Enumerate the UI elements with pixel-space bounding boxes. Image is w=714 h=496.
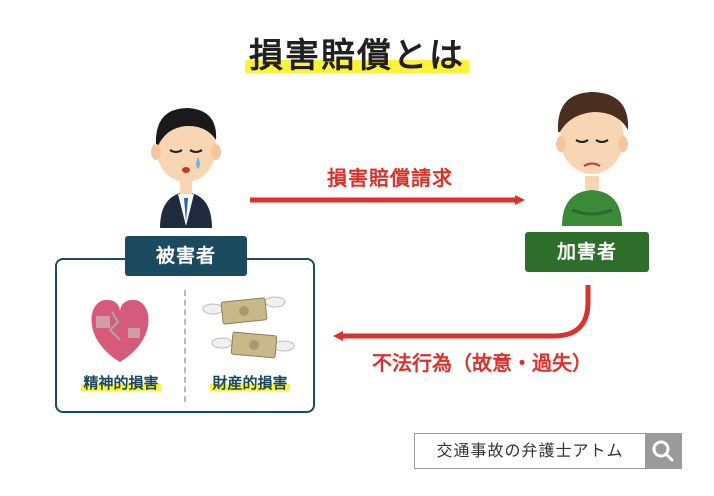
property-damage-caption: 財産的損害 [188, 372, 312, 393]
search-button[interactable] [645, 434, 681, 468]
search-text[interactable]: 交通事故の弁護士アトム [436, 441, 624, 460]
flying-money-icon-2 [211, 331, 295, 359]
broken-heart-icon [91, 299, 149, 362]
victim-label: 被害者 [125, 236, 247, 276]
mental-damage-caption: 精神的損害 [60, 372, 182, 393]
mental-damage-text: 精神的損害 [81, 374, 161, 392]
tort-label: 不法行為（故意・過失） [372, 351, 592, 375]
claim-label: 損害賠償請求 [327, 166, 453, 190]
search-box[interactable]: 交通事故の弁護士アトム [414, 433, 682, 469]
search-icon[interactable] [645, 434, 681, 468]
perpetrator-label: 加害者 [525, 232, 649, 272]
page-title: 損害賠償とは [0, 28, 714, 77]
property-damage-text: 財産的損害 [210, 374, 290, 392]
perpetrator-illustration [556, 92, 629, 226]
victim-illustration [151, 108, 221, 228]
damages-divider [184, 290, 186, 402]
flying-money-icon-1 [202, 296, 286, 325]
title-text: 損害賠償とは [245, 36, 469, 76]
tort-arrow [333, 285, 591, 341]
